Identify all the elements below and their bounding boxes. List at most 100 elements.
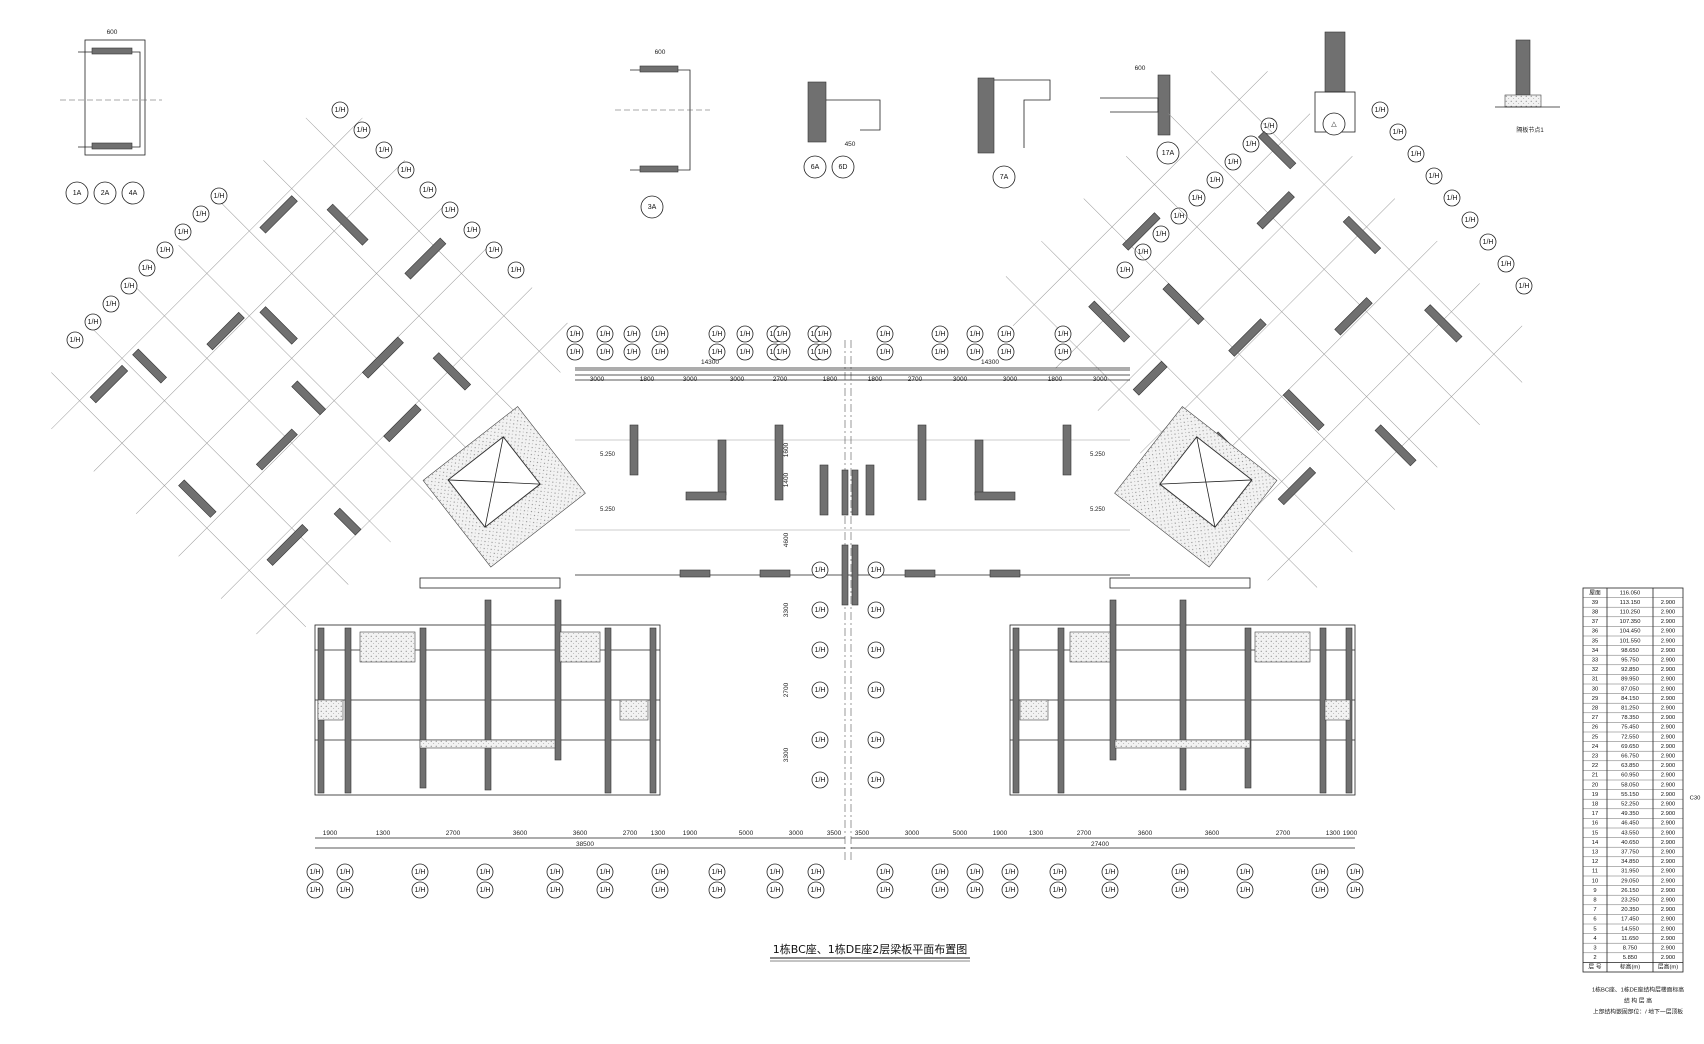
table-cell: 34	[1592, 648, 1599, 654]
axis-bubble: 1/H	[623, 343, 641, 361]
table-cell: 38	[1592, 610, 1598, 616]
left-core	[422, 406, 586, 568]
table-cell: 2.900	[1661, 782, 1676, 788]
axis-label: 1/H	[815, 737, 826, 744]
table-cell: 屋面	[1589, 589, 1601, 596]
axis-label: 1/H	[70, 337, 81, 344]
table-cell: 2.900	[1661, 629, 1676, 635]
axis-label: 1/H	[335, 107, 346, 114]
axis-bubble: 1/H	[708, 343, 726, 361]
dimension-text: 1800	[868, 376, 883, 383]
axis-bubble: 1/H	[1054, 325, 1072, 343]
dimension-text: 3000	[590, 376, 605, 383]
table-cell: 23	[1592, 754, 1598, 760]
detail-tag: 6A	[811, 164, 820, 171]
dimension-text: 1300	[1326, 830, 1341, 837]
table-cell: 31	[1592, 677, 1598, 683]
dimension-text: 1900	[323, 830, 338, 837]
axis-label: 1/H	[777, 349, 788, 356]
table-cell: 2.900	[1661, 658, 1676, 664]
table-cell: 2.900	[1661, 744, 1676, 750]
table-cell: 2.900	[1661, 734, 1676, 740]
table-cell: 2.900	[1661, 811, 1676, 817]
detail-7a: 7A	[977, 77, 1051, 189]
axis-label: 1/H	[1240, 887, 1251, 894]
axis-label: 1/H	[1192, 195, 1203, 202]
axis-bubble: 1/H	[931, 881, 949, 899]
detail-tag: 2A	[101, 190, 110, 197]
table-cell: 33	[1592, 658, 1598, 664]
dimension-text: 1800	[823, 376, 838, 383]
dimension-text: 3600	[513, 830, 528, 837]
detail-17a: 600 17A	[1100, 65, 1180, 165]
table-cell: 35	[1592, 638, 1598, 644]
axis-label: 1/H	[600, 887, 611, 894]
table-cell: 101.550	[1620, 638, 1641, 644]
table-cell: 2.900	[1661, 706, 1676, 712]
dimension-text: 3000	[953, 376, 968, 383]
axis-label: 1/H	[880, 349, 891, 356]
table-cell: 2.900	[1661, 907, 1676, 913]
table-cell: 29	[1592, 696, 1598, 702]
table-cell: 26	[1592, 725, 1598, 731]
table-cell: 17.450	[1621, 917, 1639, 923]
detail-1a: 600 1A 2A 4A	[60, 29, 162, 205]
svg-text:450: 450	[845, 141, 856, 148]
axis-bubble: 1/H	[375, 141, 393, 159]
axis-label: 1/H	[423, 187, 434, 194]
table-cell: 36	[1592, 629, 1598, 635]
table-cell: 2.900	[1661, 677, 1676, 683]
table-cell: 2.900	[1661, 754, 1676, 760]
axis-label: 1/H	[1465, 217, 1476, 224]
left-wing-axis-bubbles: 1/H 1/H 1/H 1/H 1/H 1/H 1/H 1/H 1/H 1/H 1/H 1/H 1/H 1…	[66, 101, 1533, 349]
axis-label: 1/H	[880, 887, 891, 894]
dimension-text: 3500	[827, 830, 842, 837]
top-total-right: 14300	[981, 359, 999, 366]
axis-label: 1/H	[357, 127, 368, 134]
axis-label: 1/H	[1264, 123, 1275, 130]
table-cell: 81.250	[1621, 706, 1639, 712]
table-cell: 49.350	[1621, 811, 1639, 817]
axis-bubble: 1/H	[867, 561, 885, 579]
axis-label: 1/H	[811, 869, 822, 876]
axis-bubble: 1/H	[931, 863, 949, 881]
axis-label: 1/H	[1105, 887, 1116, 894]
axis-label: 1/H	[740, 349, 751, 356]
table-cell: 32	[1592, 667, 1598, 673]
axis-bubble: 1/H	[1188, 189, 1206, 207]
axis-bubble: 1/H	[411, 881, 429, 899]
axis-label: 1/H	[1350, 887, 1361, 894]
axis-label: 1/H	[815, 567, 826, 574]
slab-level: 5.250	[1090, 507, 1106, 513]
left-wing	[51, 117, 568, 635]
table-cell: 28	[1592, 706, 1598, 712]
table-cell: 69.650	[1621, 744, 1639, 750]
table-cell: 19	[1592, 792, 1598, 798]
axis-label: 1/H	[1350, 869, 1361, 876]
axis-bubble: 1/H	[773, 343, 791, 361]
axis-label: 1/H	[401, 167, 412, 174]
table-cell: 39	[1592, 600, 1598, 606]
dimension-text: 2700	[1077, 830, 1092, 837]
detail-6a: 450 6A 6D	[803, 81, 881, 179]
axis-label: 1/H	[1001, 331, 1012, 338]
table-header: 层 号	[1588, 964, 1601, 971]
axis-label: 1/H	[1246, 141, 1257, 148]
axis-bubble: 1/H	[1443, 189, 1461, 207]
axis-label: 1/H	[1105, 869, 1116, 876]
axis-label: 1/H	[655, 331, 666, 338]
axis-label: 1/H	[627, 349, 638, 356]
axis-label: 1/H	[467, 227, 478, 234]
table-cell: 34.850	[1621, 859, 1639, 865]
axis-label: 1/H	[815, 607, 826, 614]
axis-bubble: 1/H	[766, 863, 784, 881]
detail-3a: 600 3A	[615, 49, 710, 219]
axis-label: 1/H	[445, 207, 456, 214]
axis-bubble: 1/H	[411, 863, 429, 881]
axis-bubble: 1/H	[1242, 135, 1260, 153]
axis-label: 1/H	[935, 887, 946, 894]
table-cell: 2.900	[1661, 802, 1676, 808]
axis-bubble: 1/H	[353, 121, 371, 139]
axis-bubble: 1/H	[596, 343, 614, 361]
